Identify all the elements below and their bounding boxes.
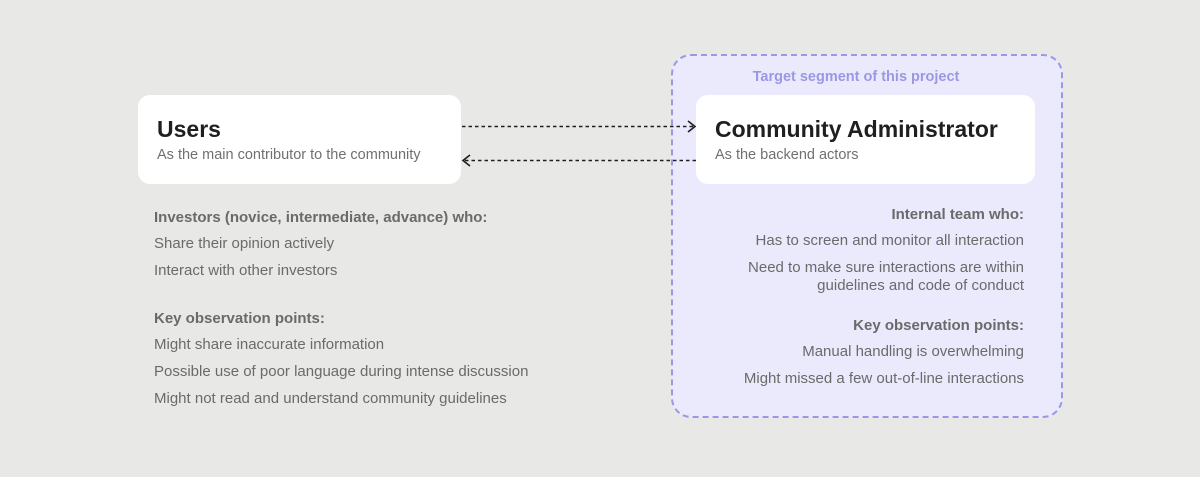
users-observations-heading: Key observation points: bbox=[154, 310, 325, 327]
admin-observations-heading: Key observation points: bbox=[853, 317, 1024, 334]
users-observations: Key observation points: Might share inac… bbox=[154, 310, 634, 417]
admin-details: Internal team who: Has to screen and mon… bbox=[700, 206, 1024, 304]
users-card: Users As the main contributor to the com… bbox=[138, 95, 461, 184]
arrow-admin-to-users bbox=[461, 154, 696, 167]
list-item: Need to make sure interactions are withi… bbox=[748, 259, 1024, 294]
list-item: Interact with other investors bbox=[154, 262, 338, 279]
admin-card: Community Administrator As the backend a… bbox=[696, 95, 1035, 184]
admin-subtitle: As the backend actors bbox=[715, 147, 859, 163]
arrow-users-to-admin bbox=[462, 120, 697, 133]
users-subtitle: As the main contributor to the community bbox=[157, 147, 421, 163]
admin-title: Community Administrator bbox=[715, 116, 998, 142]
admin-details-heading: Internal team who: bbox=[891, 206, 1024, 223]
users-details-heading: Investors (novice, intermediate, advance… bbox=[154, 209, 488, 226]
list-item: Might share inaccurate information bbox=[154, 336, 385, 353]
users-details: Investors (novice, intermediate, advance… bbox=[154, 209, 634, 289]
list-item: Might missed a few out-of-line interacti… bbox=[743, 370, 1024, 387]
list-item: Has to screen and monitor all interactio… bbox=[755, 232, 1024, 249]
list-item: Possible use of poor language during int… bbox=[154, 363, 529, 380]
list-item: Manual handling is overwhelming bbox=[802, 343, 1024, 360]
target-segment-label: Target segment of this project bbox=[752, 69, 960, 85]
list-item: Share their opinion actively bbox=[154, 235, 335, 252]
users-title: Users bbox=[157, 116, 221, 142]
admin-observations: Key observation points: Manual handling … bbox=[700, 317, 1024, 397]
list-item: Might not read and understand community … bbox=[154, 390, 507, 407]
